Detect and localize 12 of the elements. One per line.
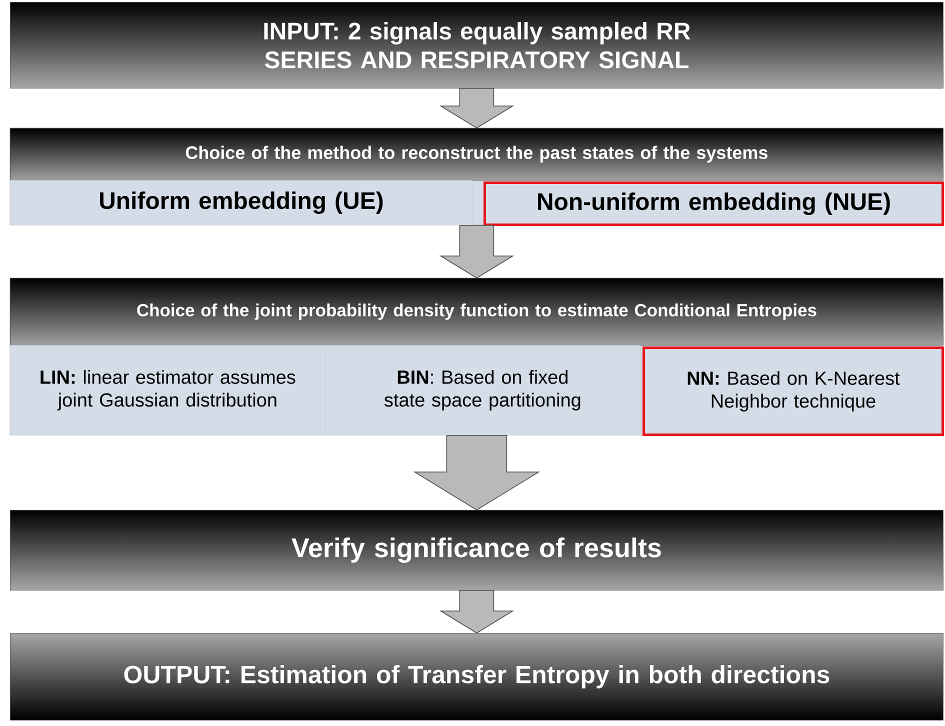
block-arrow bbox=[439, 88, 514, 128]
option-box: Non-uniform embedding (NUE) bbox=[484, 182, 944, 226]
option-box: BIN: Based on fixed state space partitioning bbox=[325, 345, 640, 436]
process-box: INPUT: 2 signals equally sampled RR SERIES AND RESPIRATORY SIGNAL bbox=[10, 2, 944, 88]
block-arrow bbox=[439, 225, 514, 278]
option-box: Uniform embedding (UE) bbox=[10, 180, 472, 226]
block-arrow bbox=[413, 435, 540, 510]
option-box: NN: Based on K-Nearest Neighbor technique bbox=[642, 346, 944, 436]
process-box: OUTPUT: Estimation of Transfer Entropy in both directions bbox=[10, 633, 944, 720]
block-arrow bbox=[439, 590, 514, 634]
process-box: Verify significance of results bbox=[10, 510, 944, 590]
option-box: LIN: linear estimator assumes joint Gaussian distribution bbox=[10, 345, 326, 436]
